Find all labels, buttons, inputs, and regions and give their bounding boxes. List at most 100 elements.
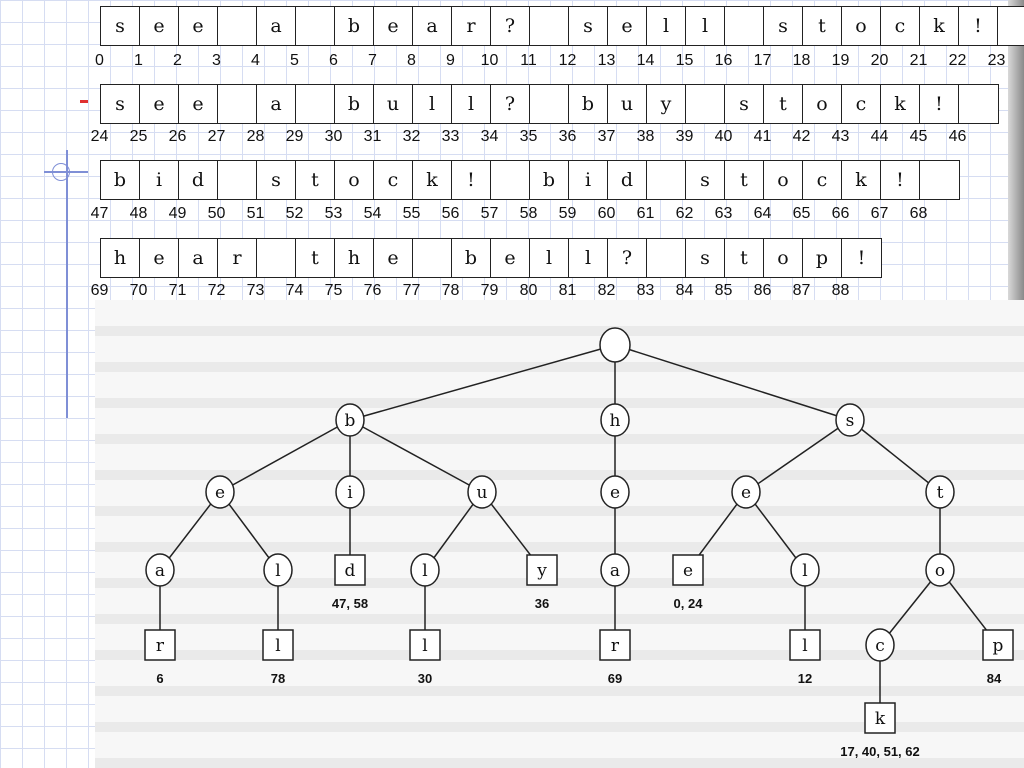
char-cell: a xyxy=(413,7,452,45)
trie-node-label: k xyxy=(875,709,886,729)
trie-edge xyxy=(424,491,483,571)
char-cell: k xyxy=(920,7,959,45)
char-index-label: 74 xyxy=(285,282,304,299)
char-index-label: 66 xyxy=(831,205,850,222)
trie-node xyxy=(335,403,365,437)
char-cell: t xyxy=(296,161,335,199)
trie-node-label: p xyxy=(993,636,1004,656)
char-index-label: 52 xyxy=(285,205,304,222)
trie-leaf-node xyxy=(262,629,294,661)
char-index-label: 25 xyxy=(129,128,148,145)
char-index-label: 86 xyxy=(753,282,772,299)
char-cell: c xyxy=(374,161,413,199)
char-cell: t xyxy=(764,85,803,123)
trie-edge xyxy=(219,419,351,493)
trie-node xyxy=(600,553,630,587)
trie-node xyxy=(205,475,235,509)
char-index-label: 26 xyxy=(168,128,187,145)
trie-node-label: e xyxy=(683,561,693,581)
trie-node-label: h xyxy=(610,411,621,431)
trie-leaf-node xyxy=(334,554,366,586)
char-cell: l xyxy=(452,85,491,123)
scanned-page-background xyxy=(95,300,1024,768)
trie-edge xyxy=(879,569,941,646)
char-cell: c xyxy=(803,161,842,199)
char-index-label: 27 xyxy=(207,128,226,145)
char-cell: h xyxy=(101,239,140,277)
char-index-label: 87 xyxy=(792,282,811,299)
char-cell xyxy=(530,7,569,45)
char-index-label: 51 xyxy=(246,205,265,222)
char-cell xyxy=(530,85,569,123)
trie-node-label: i xyxy=(347,483,353,503)
char-cell: t xyxy=(803,7,842,45)
char-index-label: 50 xyxy=(207,205,226,222)
char-cell: l xyxy=(686,7,725,45)
char-index-label: 20 xyxy=(870,52,889,69)
char-cell: e xyxy=(140,7,179,45)
char-index-label: 31 xyxy=(363,128,382,145)
trie-node-label: c xyxy=(875,636,885,656)
char-cell: s xyxy=(101,7,140,45)
char-cell: o xyxy=(764,161,803,199)
char-cell: o xyxy=(803,85,842,123)
char-index-label: 2 xyxy=(173,52,182,69)
trie-occurrence-label: 78 xyxy=(271,671,285,686)
char-cell: e xyxy=(374,239,413,277)
char-cell: s xyxy=(725,85,764,123)
char-cell: i xyxy=(569,161,608,199)
char-index-label: 29 xyxy=(285,128,304,145)
char-index-label: 59 xyxy=(558,205,577,222)
char-index-label: 21 xyxy=(909,52,928,69)
trie-node xyxy=(731,475,761,509)
trie-node xyxy=(410,553,440,587)
char-index-label: 68 xyxy=(909,205,928,222)
char-index-label: 10 xyxy=(480,52,499,69)
char-cell: p xyxy=(803,239,842,277)
char-index-label: 33 xyxy=(441,128,460,145)
char-cell: s xyxy=(686,239,725,277)
char-cell: ? xyxy=(608,239,647,277)
char-index-label: 14 xyxy=(636,52,655,69)
char-cell: ? xyxy=(491,85,530,123)
trie-edge xyxy=(159,491,221,571)
char-cell: k xyxy=(842,161,881,199)
char-cell: k xyxy=(881,85,920,123)
scan-edge-strip xyxy=(1008,0,1024,310)
char-index-label: 53 xyxy=(324,205,343,222)
trie-occurrence-label: 12 xyxy=(798,671,812,686)
trie-node-label: e xyxy=(215,483,225,503)
char-cell xyxy=(218,85,257,123)
char-index-label: 1 xyxy=(134,52,143,69)
trie-node-label: o xyxy=(935,561,945,581)
char-index-label: 16 xyxy=(714,52,733,69)
char-cell xyxy=(647,161,686,199)
trie-occurrence-label: 84 xyxy=(987,671,1002,686)
trie-node xyxy=(865,628,895,662)
trie-occurrence-label: 47, 58 xyxy=(332,596,368,611)
char-index-label: 22 xyxy=(948,52,967,69)
trie-node-label: l xyxy=(802,561,807,581)
char-index-label: 44 xyxy=(870,128,889,145)
trie-node xyxy=(467,475,497,509)
char-cell: ! xyxy=(881,161,920,199)
char-index-label: 46 xyxy=(948,128,967,145)
bullet-dash-icon xyxy=(80,100,88,103)
char-cell: ! xyxy=(452,161,491,199)
trie-node-label: l xyxy=(422,561,427,581)
trie-edge xyxy=(349,344,616,421)
trie-node xyxy=(600,403,630,437)
char-index-label: 13 xyxy=(597,52,616,69)
char-cell: a xyxy=(257,7,296,45)
trie-node xyxy=(925,553,955,587)
char-index-label: 24 xyxy=(90,128,109,145)
char-index-label: 79 xyxy=(480,282,499,299)
char-index-label: 11 xyxy=(520,52,537,69)
char-cell: e xyxy=(374,7,413,45)
char-index-label: 32 xyxy=(402,128,421,145)
